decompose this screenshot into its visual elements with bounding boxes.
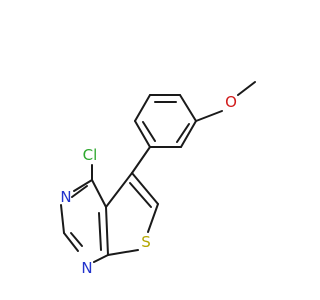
molecule-diagram: Cl N N S O [60,81,256,277]
bond-c6-s [147,203,159,233]
bond-biaryl [131,146,151,174]
bond-c2-n1-double [70,232,83,247]
phenyl-ring [134,94,197,148]
bond-c4-c4a [91,179,107,208]
bond-c-o [195,110,223,122]
bond-ar-double2 [176,123,190,143]
thiophene-ring [105,172,159,256]
bond-c5-c6-double [129,182,152,208]
bond-c4a-c5 [105,172,133,208]
bond-ar-double3 [142,121,156,142]
bond-n3-c2 [60,204,65,234]
bond-c7a-c4a-double [98,212,102,251]
bond-c7a-c4a [105,206,109,256]
structure-canvas: Cl N N S O [60,81,256,277]
bond-c4-n3 [73,179,93,192]
bond-ar6 [134,94,151,122]
bond-s-c7a [107,249,139,256]
bond-n1-c7a [93,254,109,263]
methoxy-group [195,81,256,122]
bond-ar5 [134,120,151,148]
bond-c4-n3-double [71,185,88,198]
bond-ar3 [180,120,197,148]
bond-o-ch3 [237,81,256,96]
bond-ar2 [179,94,197,122]
sulfur-atom: S [141,233,151,251]
chlorine-atom: Cl [83,146,98,164]
nitrogen-atom-n1: N [81,259,92,277]
nitrogen-atom-n3: N [60,188,71,206]
bond-c2-n1 [63,232,79,252]
oxygen-atom: O [225,93,237,111]
pyrimidine-ring [60,179,109,263]
bond-c5-c6 [131,172,159,205]
